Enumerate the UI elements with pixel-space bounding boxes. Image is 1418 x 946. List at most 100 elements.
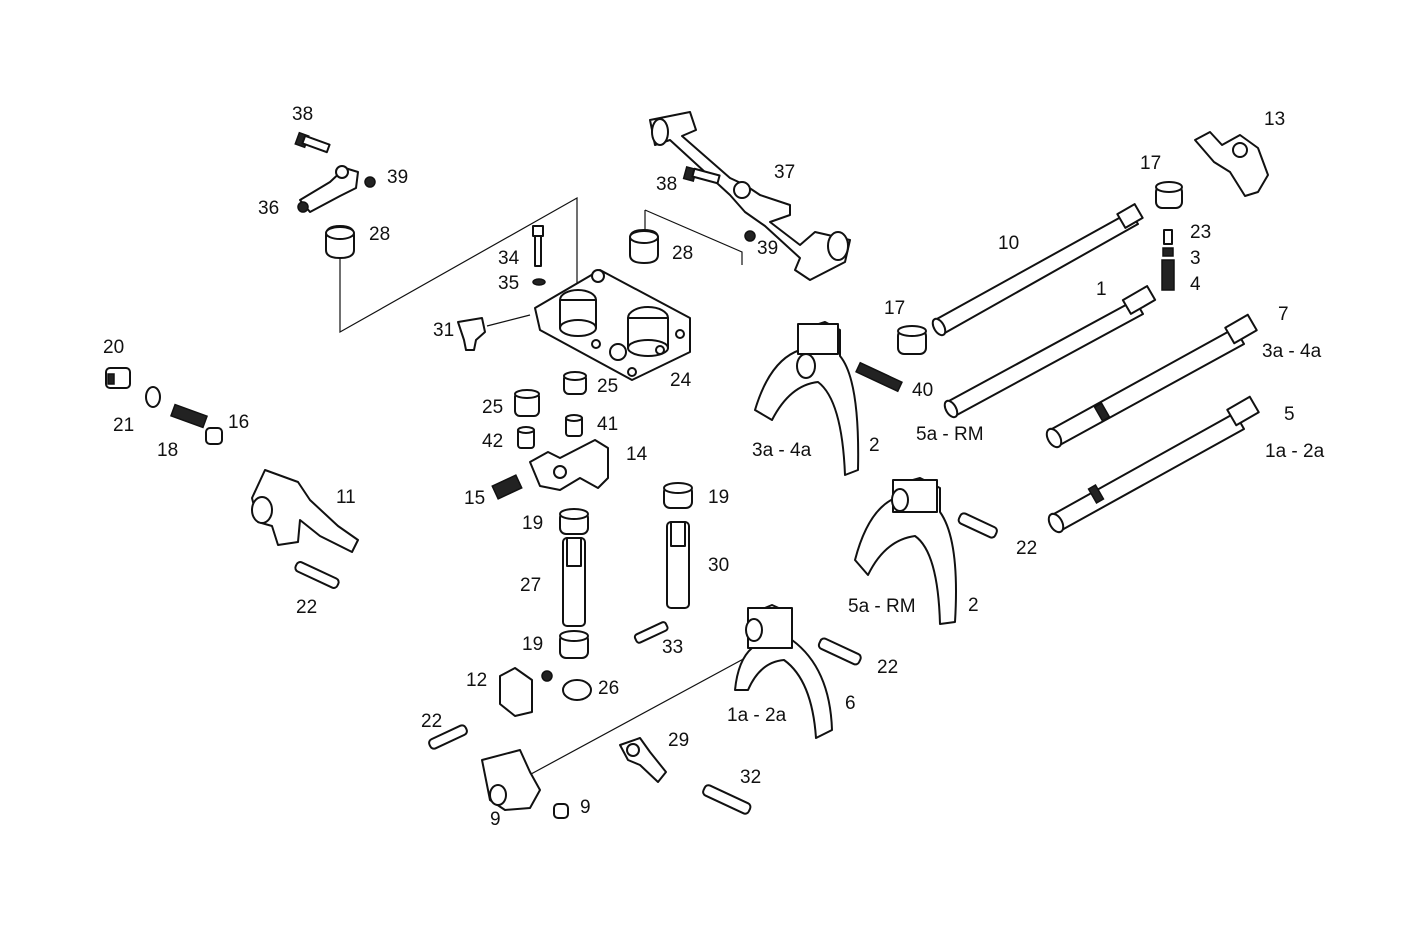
assembly-lines xyxy=(339,196,761,781)
label-9-b: 9 xyxy=(580,797,591,818)
label-13: 13 xyxy=(1264,109,1285,130)
label-39-right: 39 xyxy=(757,238,778,259)
label-19-a: 19 xyxy=(522,513,543,534)
label-35: 35 xyxy=(498,273,519,294)
bushing-28-left xyxy=(325,225,355,259)
spring-4 xyxy=(1161,259,1175,291)
lever-11 xyxy=(251,469,359,553)
label-2-mid: 2 xyxy=(968,595,979,616)
label-15: 15 xyxy=(464,488,485,509)
finger-29 xyxy=(619,737,667,783)
label-17-top: 17 xyxy=(1140,153,1161,174)
cover-plate-24 xyxy=(534,269,691,381)
bolt-38-left xyxy=(294,131,331,154)
label-39-left: 39 xyxy=(387,167,408,188)
label-20: 20 xyxy=(103,337,124,358)
label-3a4a-rail: 3a - 4a xyxy=(1262,341,1322,362)
fork-2-3a4a xyxy=(754,321,860,476)
label-11: 11 xyxy=(336,487,356,508)
clip-12 xyxy=(499,667,533,717)
bolt-38-right xyxy=(682,165,721,185)
shaft-1 xyxy=(943,285,1157,419)
label-32: 32 xyxy=(740,767,761,788)
pin-33 xyxy=(633,621,669,644)
label-16: 16 xyxy=(228,412,249,433)
label-18: 18 xyxy=(157,440,178,461)
label-4: 4 xyxy=(1190,274,1201,295)
label-7: 7 xyxy=(1278,304,1289,325)
label-24: 24 xyxy=(670,370,692,391)
label-38-right: 38 xyxy=(656,174,677,195)
fork-2-5aRM xyxy=(854,477,957,625)
bushing-25-b xyxy=(514,389,540,417)
label-5aRM-fork: 5a - RM xyxy=(848,596,916,617)
label-28-right: 28 xyxy=(672,243,693,264)
label-29: 29 xyxy=(668,730,689,751)
bushing-17-mid xyxy=(897,325,927,355)
label-25-a: 25 xyxy=(597,376,618,397)
label-26: 26 xyxy=(598,678,619,699)
block-26 xyxy=(541,670,592,701)
shaft-10 xyxy=(931,203,1144,337)
bushing-19-b xyxy=(559,630,589,659)
fork-6-1a2a xyxy=(734,604,833,739)
label-22-left: 22 xyxy=(296,597,317,618)
block-9 xyxy=(481,749,541,811)
washer-35 xyxy=(532,278,546,286)
label-34: 34 xyxy=(498,248,520,269)
label-3a4a-fork: 3a - 4a xyxy=(752,440,812,461)
label-17-mid: 17 xyxy=(884,298,905,319)
spring-15 xyxy=(491,474,523,500)
label-40: 40 xyxy=(912,380,933,401)
label-19-b: 19 xyxy=(522,634,543,655)
label-25-b: 25 xyxy=(482,397,503,418)
pin-32 xyxy=(702,784,752,815)
label-9-a: 9 xyxy=(490,809,501,830)
pin-40 xyxy=(855,361,903,393)
label-1a2a-fork: 1a - 2a xyxy=(727,705,787,726)
label-38-left: 38 xyxy=(292,104,313,125)
label-33: 33 xyxy=(662,637,683,658)
label-5: 5 xyxy=(1284,404,1295,425)
label-21: 21 xyxy=(113,415,134,436)
shaft-30 xyxy=(666,521,690,609)
label-22-bottom: 22 xyxy=(421,711,442,732)
label-19-c: 19 xyxy=(708,487,729,508)
label-36: 36 xyxy=(258,198,279,219)
label-27: 27 xyxy=(520,575,541,596)
pin-16 xyxy=(205,427,223,445)
bushing-17-top xyxy=(1155,181,1183,209)
label-12: 12 xyxy=(466,670,487,691)
nut-39-left xyxy=(364,176,376,188)
label-22-right: 22 xyxy=(1016,538,1037,559)
lever-36 xyxy=(297,165,359,213)
label-10: 10 xyxy=(998,233,1019,254)
label-1: 1 xyxy=(1096,279,1107,300)
nut-39-right xyxy=(744,230,756,242)
label-28-left: 28 xyxy=(369,224,390,245)
lever-37 xyxy=(649,111,851,281)
pin-22-right xyxy=(957,512,998,539)
bolt-34 xyxy=(532,225,544,267)
label-22-fork: 22 xyxy=(877,657,898,678)
label-31: 31 xyxy=(433,320,454,341)
plug-20 xyxy=(105,367,131,389)
selector-14 xyxy=(529,439,609,491)
bushing-41 xyxy=(565,414,583,437)
bushing-42 xyxy=(517,426,535,449)
label-41: 41 xyxy=(597,414,618,435)
pin-22-bottom xyxy=(428,724,468,750)
bushing-19-c xyxy=(663,482,693,509)
label-5aRM-rail: 5a - RM xyxy=(916,424,984,445)
bushing-28-right xyxy=(629,229,659,264)
spring-18 xyxy=(170,403,208,429)
ball-3 xyxy=(1162,247,1174,257)
label-1a2a-rail: 1a - 2a xyxy=(1265,441,1325,462)
bushing-19-a xyxy=(559,508,589,535)
pin-23 xyxy=(1163,229,1173,245)
plug-31 xyxy=(457,317,486,351)
ring-9 xyxy=(553,803,569,819)
label-23: 23 xyxy=(1190,222,1211,243)
label-42: 42 xyxy=(482,431,503,452)
